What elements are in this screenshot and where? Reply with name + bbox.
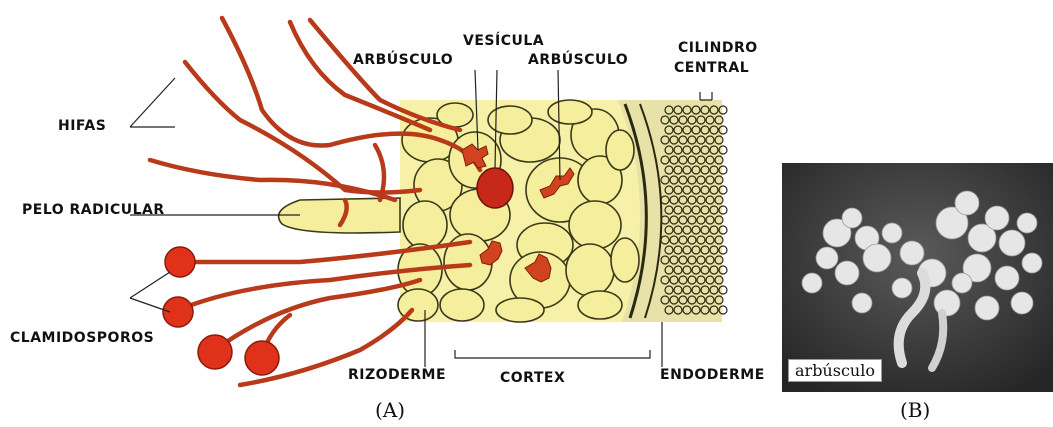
label-arbusculo-right: ARBÚSCULO xyxy=(528,52,628,68)
arbuscule-branch xyxy=(975,296,999,320)
cortex-cell xyxy=(578,291,622,319)
label-central: CENTRAL xyxy=(674,60,749,76)
hypha-4 xyxy=(150,160,395,200)
arbuscule-branch xyxy=(882,223,902,243)
label-arbusculo-left: ARBÚSCULO xyxy=(353,52,453,68)
cortex-cell xyxy=(611,238,639,282)
arbuscule-1 xyxy=(462,144,488,168)
label-endoderme: ENDODERME xyxy=(660,367,765,383)
cortex-cell xyxy=(569,201,621,249)
arbuscule-branch xyxy=(816,247,838,269)
spore-4 xyxy=(245,341,279,375)
hifas-leader xyxy=(130,78,175,127)
spore-3 xyxy=(198,335,232,369)
label-cilindro: CILINDRO xyxy=(678,40,758,56)
arbuscule-branch xyxy=(1011,292,1033,314)
arbuscule-branch xyxy=(995,266,1019,290)
arbuscule-branch xyxy=(985,206,1009,230)
cortex-cell xyxy=(606,130,634,170)
label-rizoderme: RIZODERME xyxy=(348,367,446,383)
sem-arbuscule-image xyxy=(782,163,1053,392)
cortex-cell xyxy=(440,289,484,321)
arbuscule-branch xyxy=(863,244,891,272)
spore-2 xyxy=(163,297,193,327)
arbuscule-branch xyxy=(892,278,912,298)
photo-label: arbúsculo xyxy=(788,359,882,382)
arbuscule-branch xyxy=(802,273,822,293)
arbuscule-branch xyxy=(900,241,924,265)
caption-a: (A) xyxy=(375,398,405,422)
label-cortex: CORTEX xyxy=(500,370,565,386)
cortex-cell xyxy=(403,201,447,249)
arbuscule-branch xyxy=(1017,213,1037,233)
arbuscule-branch xyxy=(1022,253,1042,273)
chlamydospores xyxy=(163,247,279,375)
vesicle xyxy=(477,168,513,208)
cortex-cell xyxy=(496,298,544,322)
cilindro-leader xyxy=(700,92,712,100)
cortex-cell xyxy=(488,106,532,134)
label-pelo-radicular: PELO RADICULAR xyxy=(22,202,165,218)
cortex-bracket xyxy=(455,350,650,358)
label-hifas: HIFAS xyxy=(58,118,106,134)
cortex-cell xyxy=(548,100,592,124)
sem-photo xyxy=(782,163,1053,392)
caption-b: (B) xyxy=(900,398,930,422)
arbuscule-branch xyxy=(852,293,872,313)
arbuscule-branch xyxy=(934,290,960,316)
label-vesicula: VESÍCULA xyxy=(463,33,544,49)
arbuscule-branch xyxy=(842,208,862,228)
label-clamidosporos: CLAMIDOSPOROS xyxy=(10,330,154,346)
cortex-cell xyxy=(566,244,614,296)
arbuscule-branch xyxy=(999,230,1025,256)
arbuscule-branch xyxy=(952,273,972,293)
arbuscule-branch xyxy=(835,261,859,285)
arbuscule-branch xyxy=(955,191,979,215)
